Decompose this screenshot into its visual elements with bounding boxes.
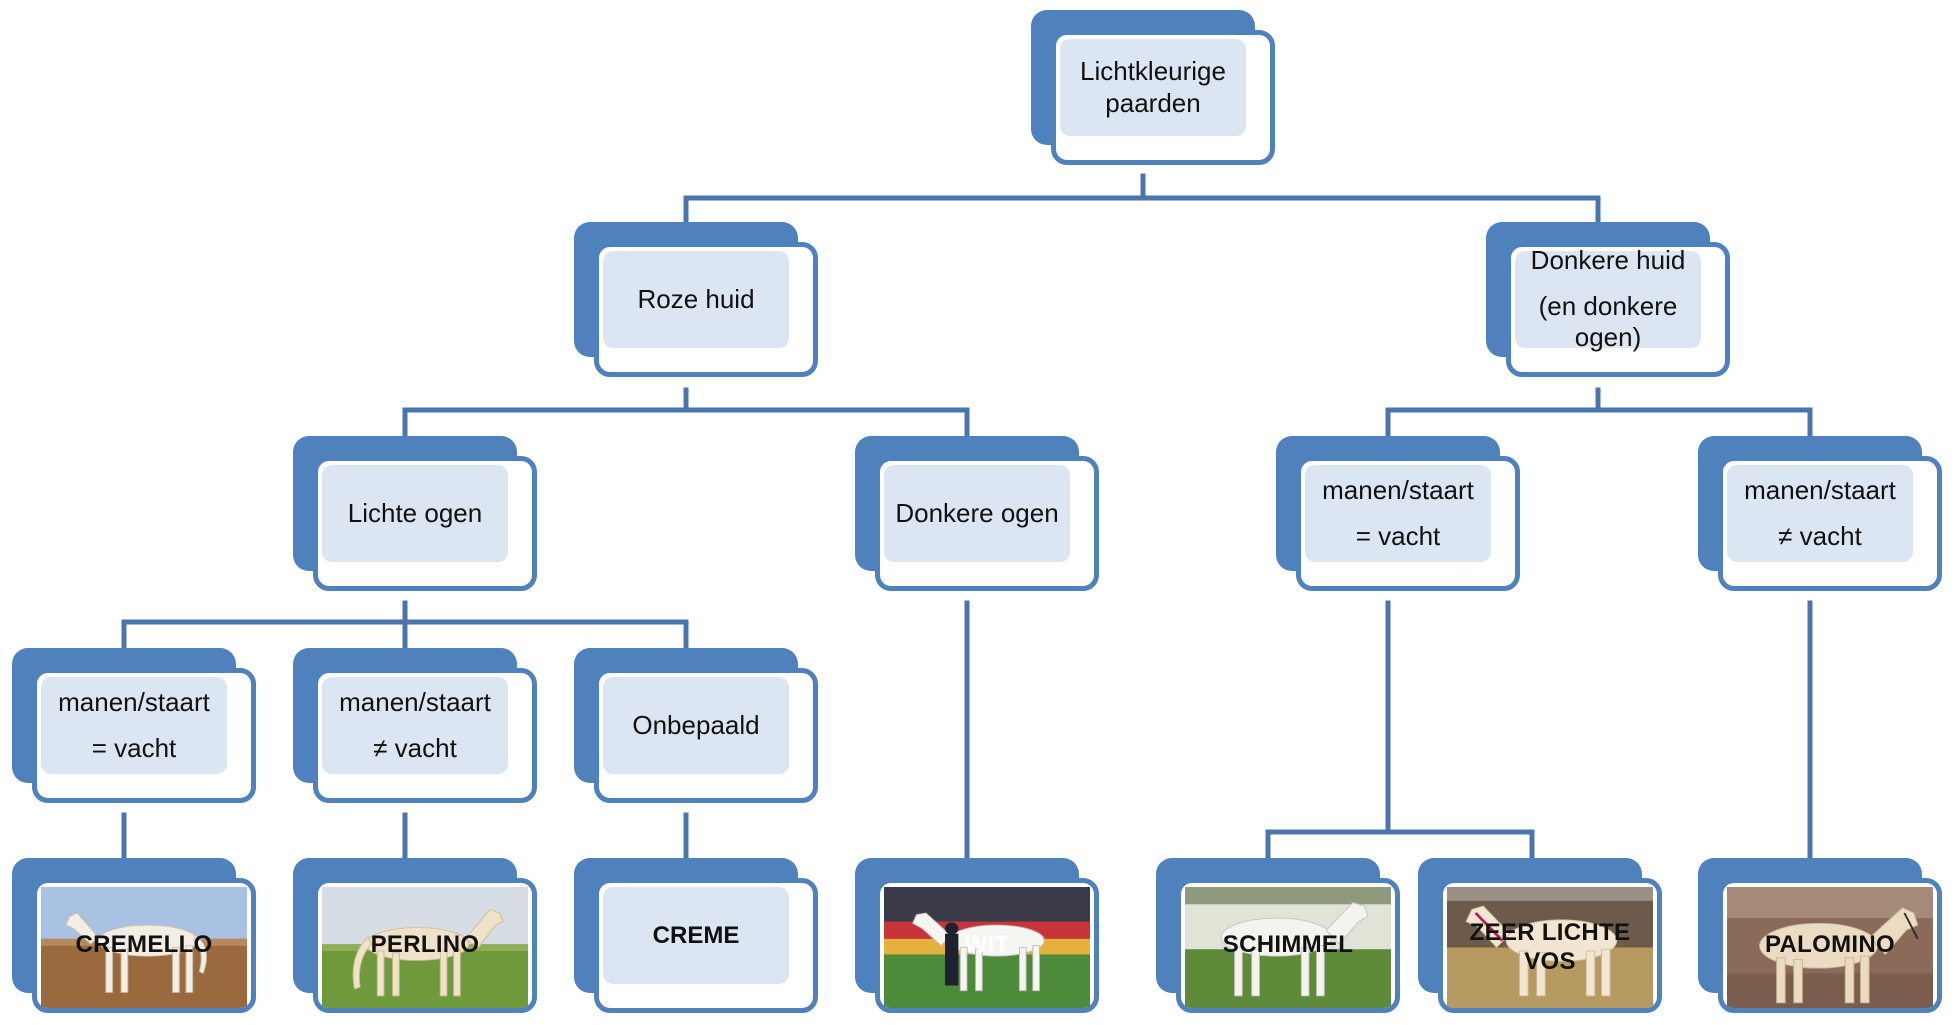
cremello-label: CREMELLO [75, 931, 213, 958]
zeer-lichte-vos-label: ZEER LICHTE VOS [1443, 919, 1657, 977]
node-manen-gelijk-line1: manen/staart [1322, 474, 1474, 505]
node-donkere-huid-line1: Donkere huid [1530, 244, 1686, 275]
zeer-lichte-vos-line2: VOS [1524, 947, 1576, 975]
schimmel-horse-photo [1185, 887, 1391, 1008]
node-l3-manen-gelijk-line1: manen/staart [58, 686, 210, 717]
node-manen-ongelijk-line1: manen/staart [1744, 474, 1896, 505]
node-roze-huid-label: Roze huid [637, 283, 755, 314]
creme-label: CREME [652, 921, 740, 949]
wit-label: WIT [964, 931, 1010, 958]
node-l3-manen-gelijk-line2: = vacht [91, 732, 177, 763]
palomino-label: PALOMINO [1765, 931, 1895, 958]
perlino-horse-photo [322, 887, 528, 1008]
zeer-lichte-vos-horse-photo [1447, 887, 1653, 1008]
node-onbepaald-label: Onbepaald [632, 709, 760, 740]
wit-horse-photo [884, 887, 1090, 1008]
root-label: Lichtkleurige paarden [1060, 39, 1246, 136]
root-label-line1: Lichtkleurige [1080, 55, 1226, 86]
schimmel-label: SCHIMMEL [1222, 931, 1354, 958]
root-label-line2: paarden [1105, 87, 1201, 118]
zeer-lichte-vos-line1: ZEER LICHTE [1469, 919, 1631, 946]
perlino-label: PERLINO [370, 931, 480, 958]
node-donkere-ogen-label: Donkere ogen [895, 497, 1059, 528]
node-donkere-huid-line3: ogen) [1574, 322, 1642, 353]
node-lichte-ogen-label: Lichte ogen [347, 497, 483, 528]
node-manen-gelijk-line2: = vacht [1355, 520, 1441, 551]
cremello-horse-photo [41, 887, 247, 1008]
node-l3-manen-ongelijk-line1: manen/staart [339, 686, 491, 717]
node-l3-manen-ongelijk-line2: ≠ vacht [373, 732, 457, 763]
node-donkere-huid-line2: (en donkere [1538, 290, 1678, 321]
node-manen-ongelijk-line2: ≠ vacht [1778, 520, 1862, 551]
palomino-horse-photo [1727, 887, 1933, 1008]
